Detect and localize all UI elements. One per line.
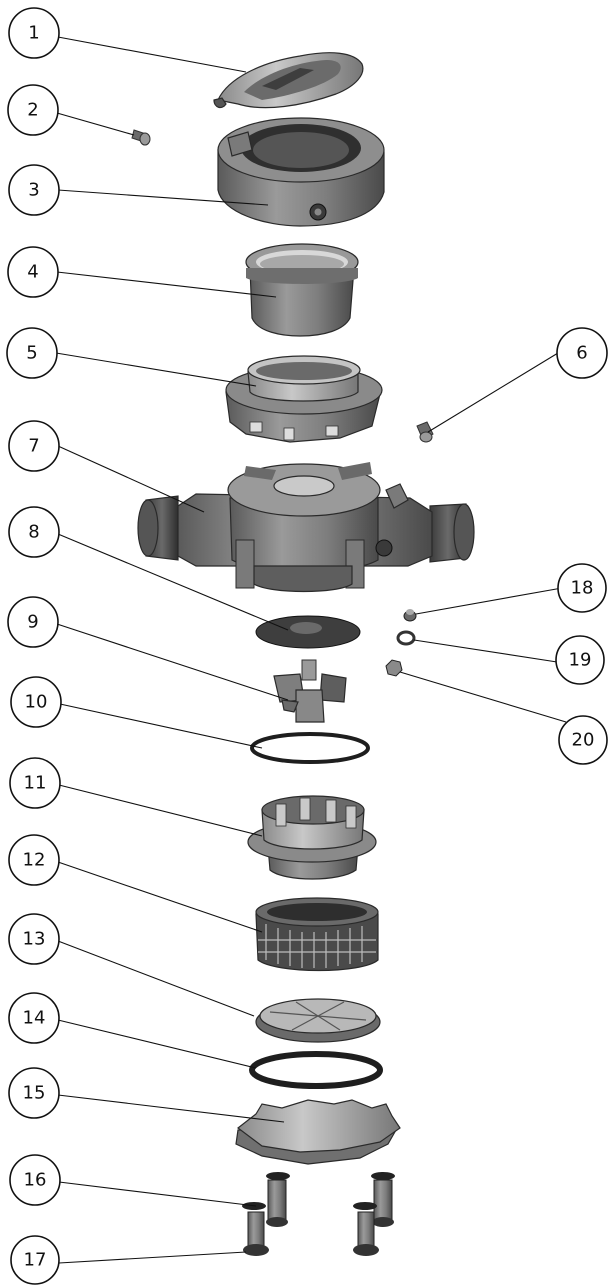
callout-17: 17 — [10, 1235, 60, 1285]
part-13-cover-plate — [255, 998, 381, 1043]
callouts: 1 2 3 4 5 6 7 8 — [6, 7, 608, 1285]
callout-8-label: 8 — [28, 522, 39, 543]
part-7-main-body — [137, 462, 475, 593]
callout-20-label: 20 — [572, 730, 595, 751]
leader-lines — [55, 36, 567, 1264]
callout-16-label: 16 — [24, 1170, 47, 1191]
callout-11-label: 11 — [24, 773, 47, 794]
callout-19-label: 19 — [569, 650, 592, 671]
part-16-17-bolts — [242, 1172, 395, 1256]
part-8-disc — [255, 615, 361, 649]
callout-4: 4 — [7, 246, 59, 298]
part-20-nut — [385, 659, 403, 677]
callout-1-label: 1 — [28, 23, 39, 44]
part-6-plug — [416, 421, 434, 443]
callout-19: 19 — [555, 635, 605, 685]
part-2-screw — [131, 129, 151, 146]
bolt-c — [242, 1202, 269, 1256]
part-11-cage — [247, 795, 377, 880]
callout-14-label: 14 — [23, 1008, 46, 1029]
bolt-d — [353, 1202, 379, 1256]
callout-18-label: 18 — [571, 578, 594, 599]
callout-12-label: 12 — [23, 850, 46, 871]
callout-8: 8 — [8, 506, 60, 558]
callout-5: 5 — [6, 327, 58, 379]
part-3-housing — [217, 117, 385, 227]
callout-6: 6 — [556, 327, 608, 379]
callout-9-label: 9 — [27, 612, 38, 633]
callout-1: 1 — [8, 7, 60, 59]
part-15-base-plate — [235, 1099, 401, 1165]
part-5-collar — [225, 355, 383, 443]
callout-5-label: 5 — [26, 343, 37, 364]
part-4-insert-cup — [245, 243, 359, 337]
callout-10: 10 — [10, 676, 62, 728]
callout-7: 7 — [8, 420, 60, 472]
callout-6-label: 6 — [576, 343, 587, 364]
callout-18: 18 — [557, 563, 607, 613]
callout-15: 15 — [8, 1067, 60, 1119]
callout-9: 9 — [7, 596, 59, 648]
part-10-o-ring — [250, 732, 370, 764]
callout-4-label: 4 — [27, 262, 38, 283]
callout-14: 14 — [8, 992, 60, 1044]
callout-3-label: 3 — [28, 180, 39, 201]
bolt-b — [371, 1172, 395, 1227]
callout-10-label: 10 — [25, 692, 48, 713]
part-1-lid — [213, 52, 364, 109]
callout-11: 11 — [9, 757, 61, 809]
callout-13: 13 — [8, 913, 60, 965]
callout-17-label: 17 — [24, 1250, 47, 1271]
callout-7-label: 7 — [28, 436, 39, 457]
bolt-a — [266, 1172, 290, 1227]
callout-13-label: 13 — [23, 929, 46, 950]
callout-15-label: 15 — [23, 1083, 46, 1104]
callout-2-label: 2 — [27, 100, 38, 121]
callout-20: 20 — [558, 715, 608, 765]
part-19-washer — [396, 630, 416, 646]
part-18-fitting — [403, 609, 417, 622]
callout-3: 3 — [8, 164, 60, 216]
part-12-strainer — [255, 897, 379, 972]
part-9-impeller — [273, 659, 347, 723]
callout-12: 12 — [8, 834, 60, 886]
part-14-o-ring — [249, 1051, 383, 1089]
callout-2: 2 — [7, 84, 59, 136]
callout-16: 16 — [9, 1154, 61, 1206]
